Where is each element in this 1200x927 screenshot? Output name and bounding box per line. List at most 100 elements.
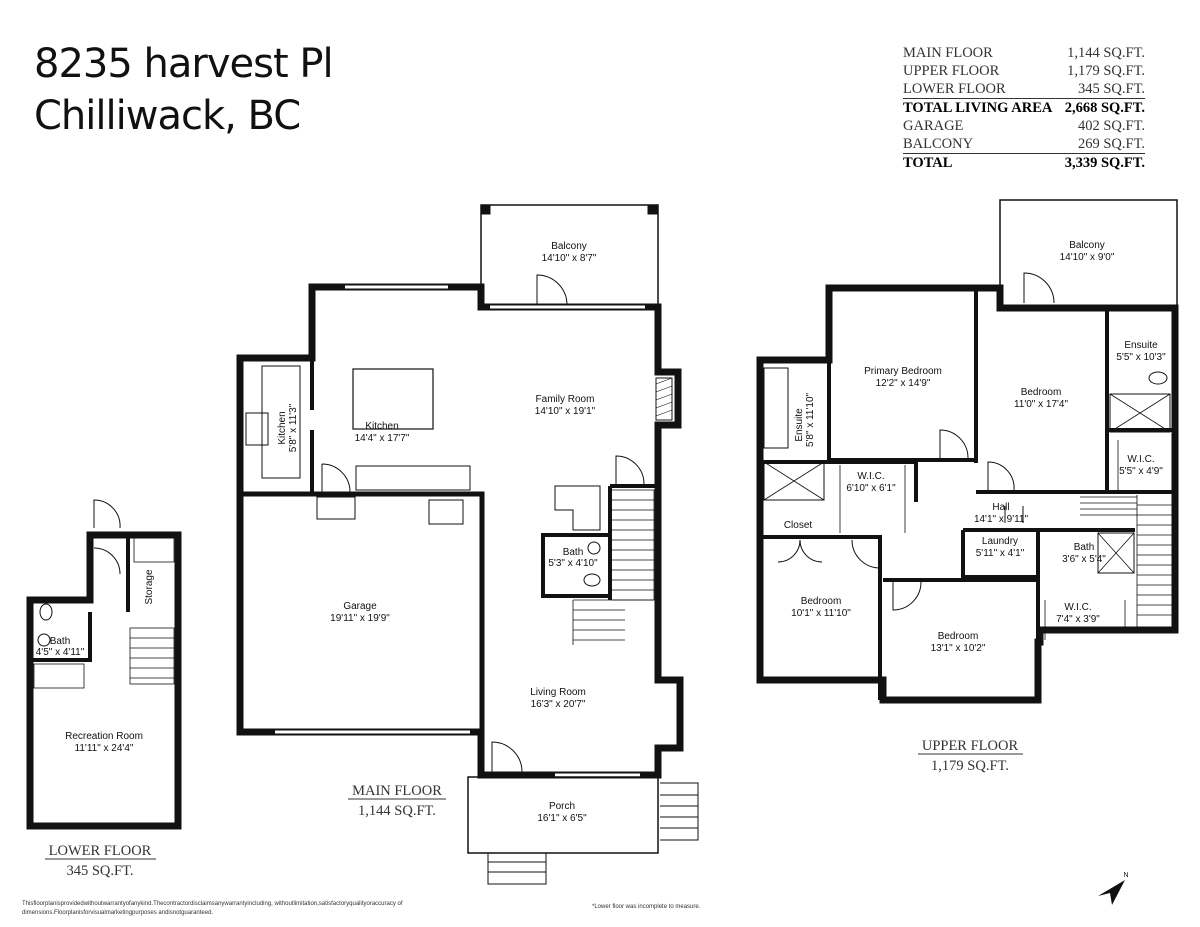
porch-steps <box>487 853 547 885</box>
living-room-dims: 16'3" x 20'7" <box>531 699 586 710</box>
upper-floor-plan <box>756 199 1179 704</box>
lower-floor-area: 345 SQ.FT. <box>66 863 133 879</box>
window-frame <box>790 284 1100 704</box>
main-bath-dims: 5'3" x 4'10" <box>548 558 598 569</box>
address-line-2: Chilliwack, BC <box>34 93 301 139</box>
closet-shelves <box>839 440 1126 640</box>
shower-cross <box>763 461 825 501</box>
kitchen-small-name: Kitchen <box>277 411 288 444</box>
laundry-name: Laundry <box>982 536 1018 547</box>
bedroom-s-dims: 13'1" x 10'2" <box>931 643 986 654</box>
ensuite-e-dims: 5'5" x 10'3" <box>1116 352 1166 363</box>
shower-cross <box>1097 532 1135 574</box>
sink-icon <box>587 541 601 555</box>
balcony-door-swing <box>536 274 568 306</box>
main-floor-area: 1,144 SQ.FT. <box>358 803 436 819</box>
lower-floor-plan <box>26 499 182 830</box>
main-balcony-dims: 14'10" x 8'7" <box>542 253 597 264</box>
stair-treads <box>130 637 174 679</box>
main-bath-name: Bath <box>563 547 584 558</box>
main-exterior-wall <box>236 283 684 779</box>
upper-balcony-name: Balcony <box>1069 240 1105 251</box>
ensuite-w-dims: 5'8" x 11'10" <box>805 393 816 448</box>
door-swing <box>321 455 645 773</box>
disclaimer-line-2: dimensions.Floorplanisforvisualmarketing… <box>22 910 214 916</box>
kitchen-garage-wall <box>240 491 485 776</box>
bench-outline <box>554 485 601 531</box>
main-balcony-name: Balcony <box>551 241 587 252</box>
kitchen-island <box>352 368 434 430</box>
hall-dims: 14'1" x 9'11" <box>974 514 1029 525</box>
primary-bedroom-dims: 12'2" x 14'9" <box>876 378 931 389</box>
toilet-icon <box>583 573 601 587</box>
shower-icon <box>1097 532 1135 574</box>
north-arrow-icon: N <box>1098 872 1129 905</box>
lower-vanity <box>33 663 85 689</box>
door-swing <box>777 429 1024 611</box>
wic-c-name: W.I.C. <box>857 471 884 482</box>
vanity-icon <box>763 367 789 449</box>
window <box>275 285 645 777</box>
storage-name: Storage <box>144 569 155 604</box>
main-stairs <box>572 489 655 645</box>
upper-floor-label: UPPER FLOOR <box>922 738 1019 754</box>
wic-s-name: W.I.C. <box>1064 602 1091 613</box>
upper-balcony-dims: 14'10" x 9'0" <box>1060 252 1115 263</box>
garage-dims: 19'11" x 19'9" <box>330 613 390 624</box>
floor-labels: MAIN FLOOR 1,144 SQ.FT. UPPER FLOOR 1,17… <box>45 738 1023 879</box>
primary-bedroom-name: Primary Bedroom <box>864 366 942 377</box>
lower-bath-name: Bath <box>50 636 71 647</box>
storage-shelf <box>133 537 175 563</box>
porch-name: Porch <box>549 801 575 812</box>
stove-icon <box>245 412 269 446</box>
fridge-icon <box>428 499 464 525</box>
bedroom-ne-dims: 11'0" x 17'4" <box>1014 399 1069 410</box>
wic-s-dims: 7'4" x 3'9" <box>1056 614 1100 625</box>
shower-icon <box>1109 393 1171 433</box>
lower-stairs <box>129 627 175 685</box>
lower-interior-walls <box>30 535 130 662</box>
lower-exterior-wall <box>26 531 182 830</box>
wic-e-dims: 5'5" x 4'9" <box>1119 466 1163 477</box>
recreation-room-dims: 11'11" x 24'4" <box>75 743 134 754</box>
bedroom-ne-name: Bedroom <box>1021 387 1062 398</box>
wic-c-dims: 6'10" x 6'1" <box>846 483 896 494</box>
kitchen-small-dims: 5'8" x 11'3" <box>288 403 299 452</box>
main-floor-plan <box>236 204 699 885</box>
fireplace-hatch <box>655 377 673 417</box>
family-room-name: Family Room <box>536 394 595 405</box>
laundry-dims: 5'11" x 4'1" <box>976 548 1025 559</box>
lower-floor-label: LOWER FLOOR <box>49 843 152 859</box>
side-steps <box>660 782 699 841</box>
porch-outline <box>467 776 659 854</box>
window-frame <box>275 283 645 779</box>
living-room-name: Living Room <box>530 687 586 698</box>
closet-name: Closet <box>784 520 813 531</box>
room-labels: Balcony 14'10" x 8'7" Kitchen 14'4" x 17… <box>36 240 1166 824</box>
stair-wall <box>608 484 656 600</box>
porch-dims: 16'1" x 6'5" <box>537 813 587 824</box>
balcony-post <box>647 204 658 215</box>
address-line-1: 8235 harvest Pl <box>34 41 334 87</box>
door-swing <box>93 499 121 575</box>
disclaimer-line-1: Thisfloorplanisprovidedwithoutwarrantyof… <box>22 901 403 907</box>
upper-interior-walls <box>760 290 1175 700</box>
fireplace-icon <box>655 377 673 421</box>
hall-name: Hall <box>992 502 1009 513</box>
upper-bath-dims: 3'6" x 5'4" <box>1062 554 1106 565</box>
bedroom-s-name: Bedroom <box>938 631 979 642</box>
family-room-dims: 14'10" x 19'1" <box>535 406 596 417</box>
wic-e-name: W.I.C. <box>1127 454 1154 465</box>
lower-bath-dims: 4'5" x 4'11" <box>36 647 85 658</box>
kitchen-counter <box>261 365 471 491</box>
ensuite-e-name: Ensuite <box>1124 340 1158 351</box>
toilet-icon <box>39 603 53 621</box>
garage-entry-steps <box>316 496 356 520</box>
balcony-post <box>480 204 491 215</box>
sink-icon <box>37 633 51 647</box>
